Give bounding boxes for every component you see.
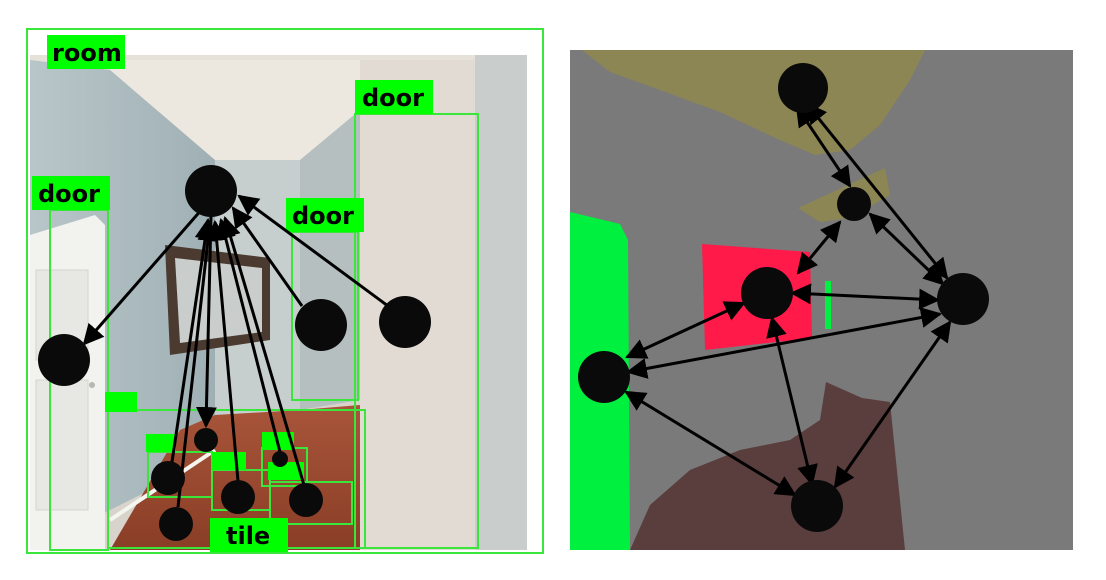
left-graph-nodes [38,165,431,541]
small-tag-5 [268,462,304,480]
edge-obj-4-to-center [206,219,240,482]
rnode-picture [741,267,793,319]
door-label-left-text: door [38,180,100,208]
small-box-4 [269,481,353,525]
room-label: room [47,35,125,69]
edge-center-to-obj-1 [195,215,217,429]
node-door-left [38,334,90,386]
node-door-mid [295,299,347,351]
left-panel: room door door door tile [26,28,544,554]
node-object-3 [159,507,193,541]
edge-center-to-door-left [82,207,205,346]
tile-label: tile [210,518,288,552]
door-label-top: door [355,80,433,114]
rnode-ceiling [778,63,828,113]
edge-door-mid-to-center [231,206,304,307]
door-label-mid-text: door [292,202,354,230]
node-object-1 [194,428,218,452]
tile-label-text: tile [226,522,270,550]
small-tag-2 [146,434,176,452]
right-graph-edges [624,102,952,497]
redge-left-bottom [624,390,797,497]
room-label-text: room [52,39,122,67]
edge-door-top-to-center [237,194,389,308]
redge-right-bottom [833,320,952,489]
rnode-wall-left [578,351,630,403]
node-door-top [379,296,431,348]
detection-labels: room door door door tile [32,35,433,552]
node-object-2 [151,461,185,495]
redge-center-mid [796,220,842,275]
redge-center-right [789,283,941,310]
edge-obj-3-to-center [176,219,219,508]
left-graph-edges [82,194,389,508]
seg-small-green [825,281,831,329]
door-label-mid: door [286,198,364,232]
door-label-left: door [32,176,110,210]
node-object-5 [272,451,288,467]
door-label-top-text: door [362,84,424,112]
rnode-ceiling-small [837,187,871,221]
rnode-floor [791,480,843,532]
node-room [185,165,237,217]
rnode-wall-right [937,273,989,325]
room-box [26,28,544,554]
right-panel [570,50,1073,550]
edge-obj-6-to-center [220,215,306,486]
edge-obj-2-to-center [170,217,216,463]
small-tag-3 [212,452,246,470]
right-graph-nodes [578,63,989,532]
node-object-6 [289,483,323,517]
segmentation-map [570,50,1073,550]
redge-mid-right [868,212,945,286]
small-tag-1 [105,392,137,412]
edge-obj-5-to-center [215,217,282,453]
node-object-4 [221,480,255,514]
